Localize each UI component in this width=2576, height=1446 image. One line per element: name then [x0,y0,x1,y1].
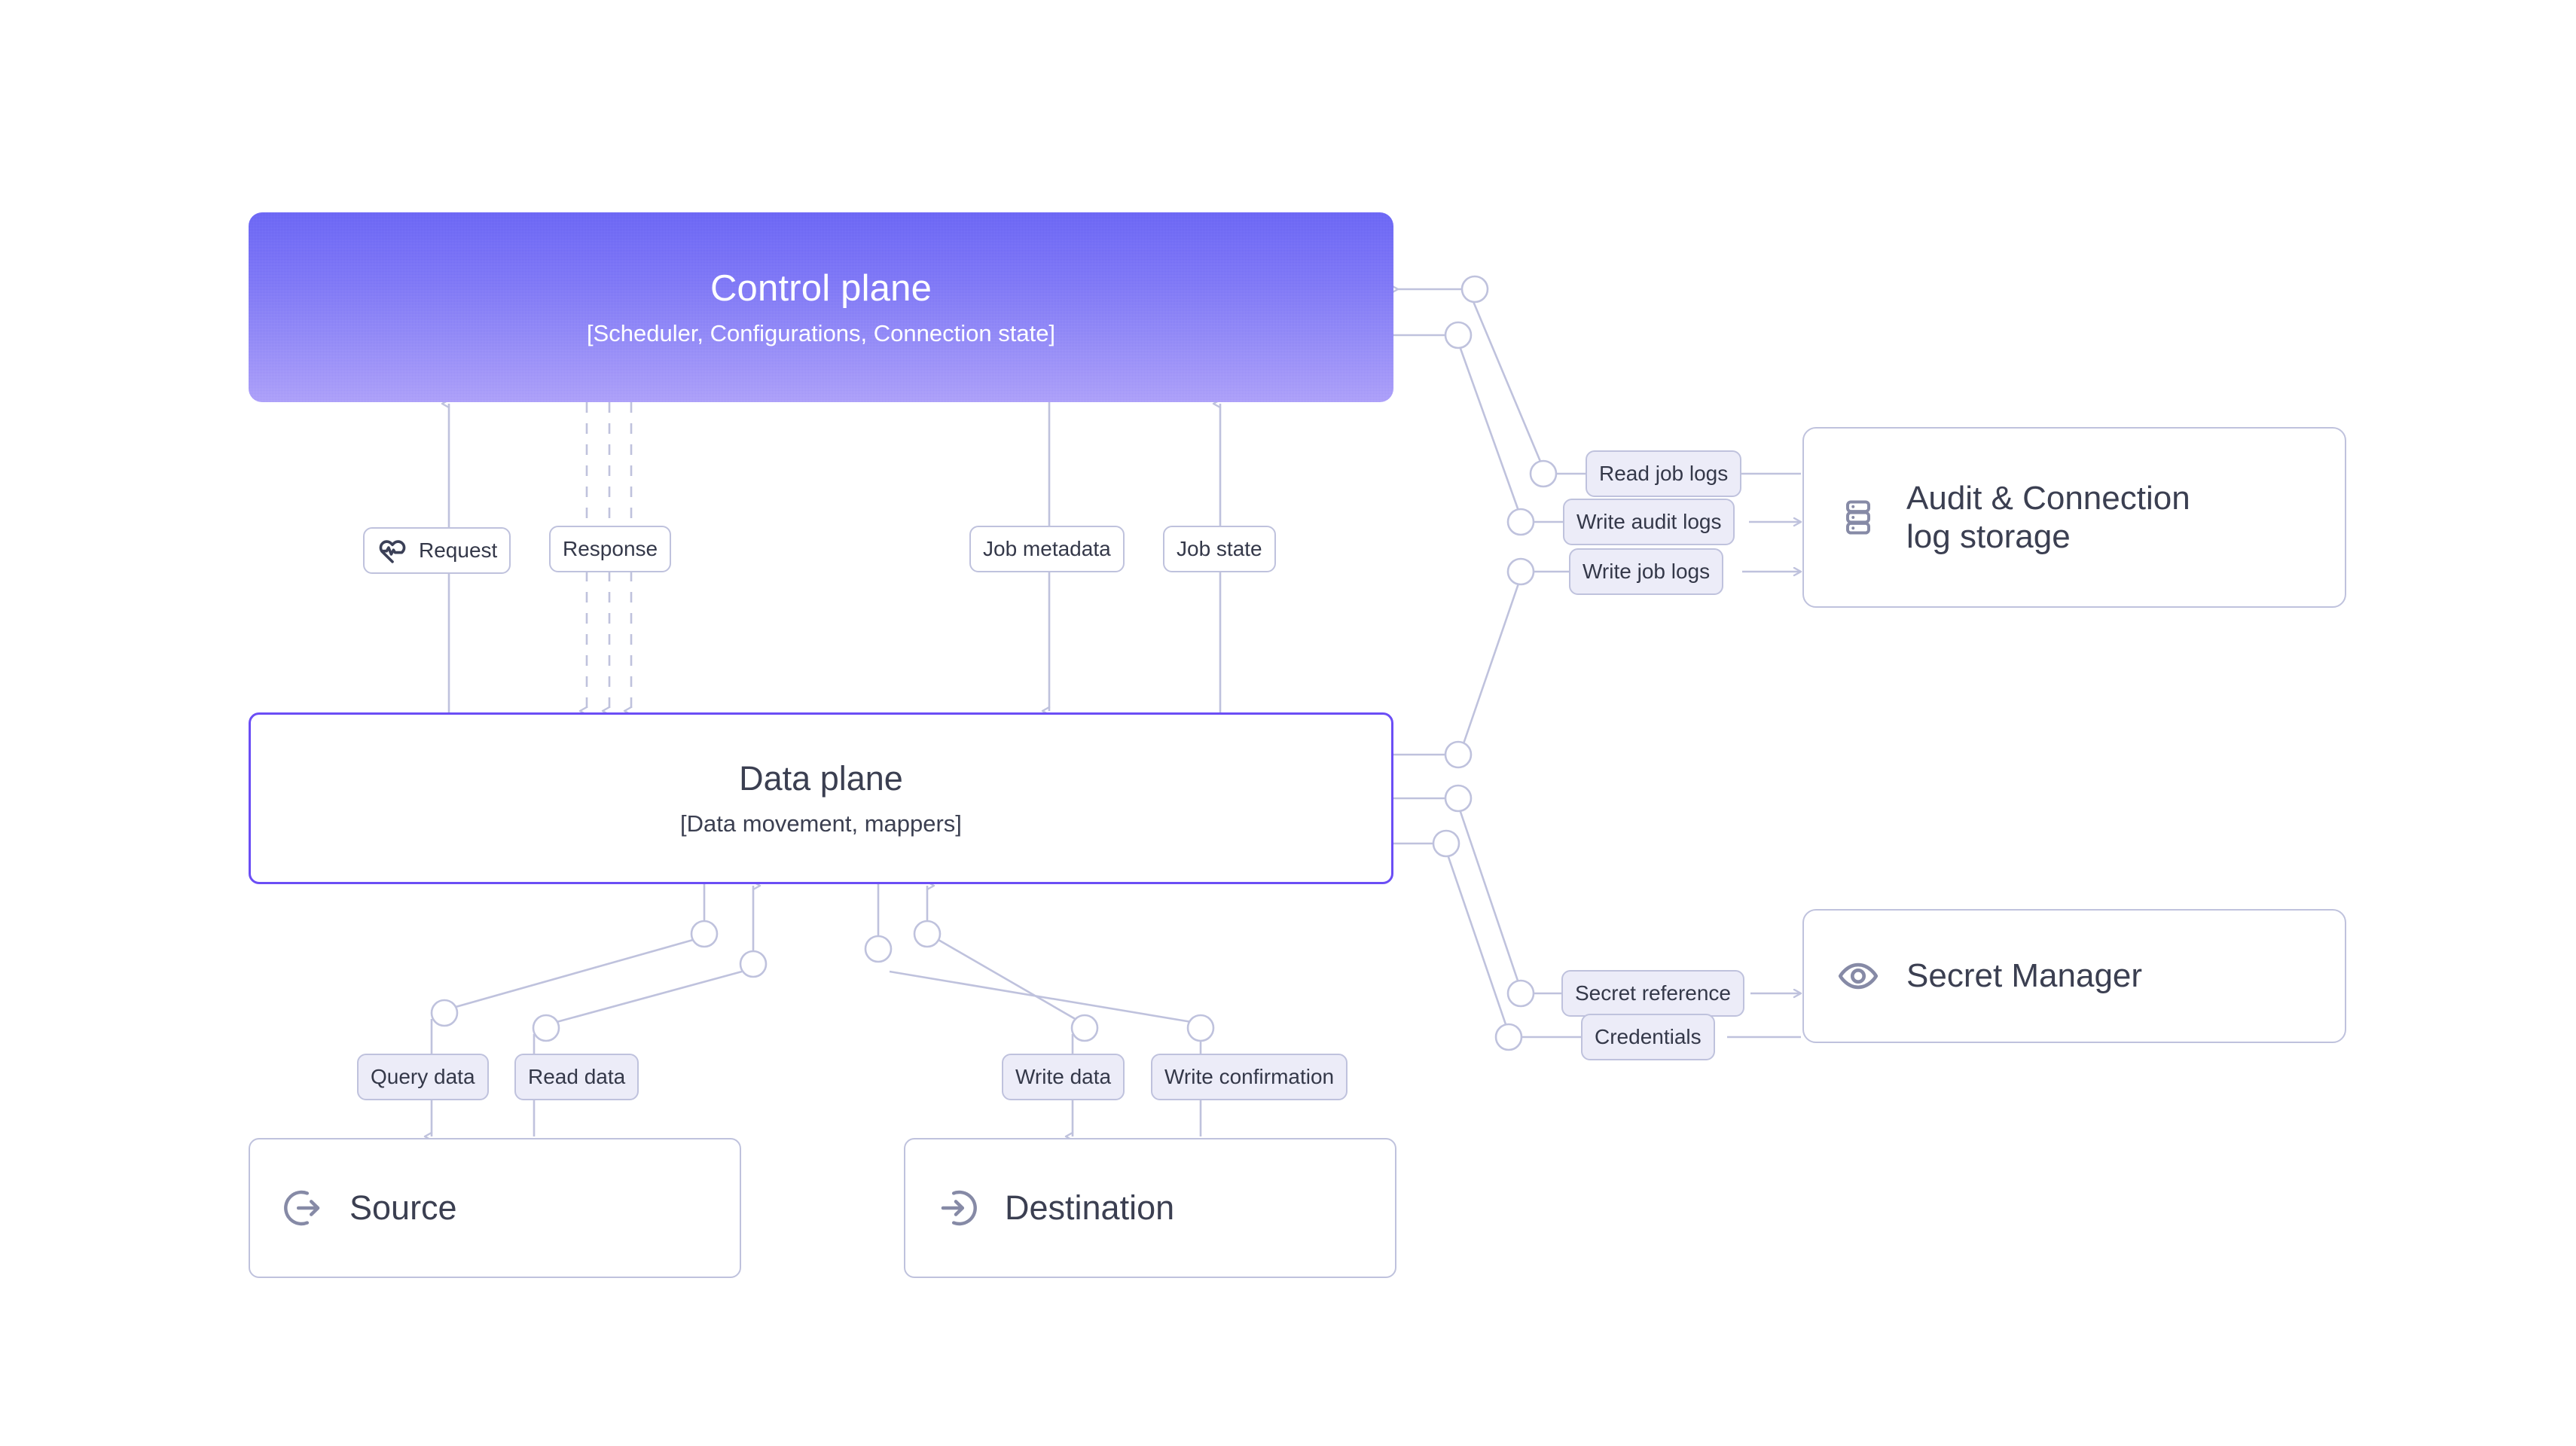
arrow-in-circle-icon [937,1187,979,1229]
connector-node [1070,1014,1099,1042]
label-request[interactable]: Request [363,527,511,574]
heart-pulse-icon [377,535,408,566]
connector-node [1506,508,1535,536]
audit-panel-title-line1: Audit & Connection [1906,479,2190,517]
audit-panel-title-line2: log storage [1906,518,2071,555]
edge-readjoblogs-diag [1471,299,1543,464]
label-query-data-text: Query data [371,1065,475,1088]
label-write-confirmation-text: Write confirmation [1164,1065,1335,1088]
secret-manager-panel[interactable]: Secret Manager [1802,909,2346,1043]
connector-node [1506,557,1535,586]
connector-node [430,999,459,1027]
label-secret-reference-text: Secret reference [1575,981,1731,1005]
label-query-data[interactable]: Query data [357,1054,489,1100]
edge-writeauditlogs-diag [1458,346,1520,511]
eye-icon [1837,955,1879,997]
label-credentials-text: Credentials [1595,1025,1702,1048]
label-write-confirmation[interactable]: Write confirmation [1151,1054,1348,1100]
edge-writeconf-diag [889,970,1192,1023]
label-job-state-text: Job state [1177,537,1262,560]
edge-readdata-diag [556,970,743,1023]
label-write-audit-logs[interactable]: Write audit logs [1563,499,1735,545]
label-read-job-logs[interactable]: Read job logs [1586,450,1742,497]
label-secret-reference[interactable]: Secret reference [1561,970,1744,1017]
connector-node [1444,740,1473,769]
label-response-text: Response [563,537,658,560]
connector-node [913,920,942,948]
connector-node [739,950,768,978]
label-request-text: Request [419,538,498,562]
label-write-audit-logs-text: Write audit logs [1576,510,1722,533]
connector-node [1506,979,1535,1008]
connector-node [1494,1023,1523,1051]
connector-node [1444,784,1473,813]
audit-log-storage-panel[interactable]: Audit & Connection log storage [1802,427,2346,608]
connector-node [690,920,719,948]
audit-panel-title: Audit & Connection log storage [1906,479,2190,557]
connector-node [1186,1014,1215,1042]
edge-writedata-diag [938,938,1079,1022]
label-read-job-logs-text: Read job logs [1599,462,1729,485]
edge-secretref-diag [1458,809,1520,984]
label-read-data-text: Read data [528,1065,626,1088]
data-plane-title: Data plane [739,759,903,798]
arrow-out-circle-icon [282,1187,324,1229]
edge-writejoblogs-diag [1458,583,1520,755]
label-job-metadata-text: Job metadata [983,537,1111,560]
destination-box[interactable]: Destination [904,1138,1396,1278]
secret-panel-title: Secret Manager [1906,957,2143,995]
label-credentials[interactable]: Credentials [1581,1014,1715,1060]
label-write-job-logs[interactable]: Write job logs [1569,548,1724,595]
source-label: Source [349,1188,457,1227]
edge-querydata-diag [455,938,694,1008]
label-write-data[interactable]: Write data [1002,1054,1125,1100]
connector-node [1432,829,1460,858]
connector-node [1460,275,1489,304]
database-icon [1837,496,1879,538]
label-job-state[interactable]: Job state [1163,526,1276,572]
edge-credentials-diag [1446,854,1508,1027]
connector-node [1529,459,1558,488]
label-response[interactable]: Response [549,526,672,572]
destination-label: Destination [1005,1188,1175,1227]
connector-node [864,935,893,963]
source-box[interactable]: Source [249,1138,741,1278]
control-plane-box[interactable]: Control plane [Scheduler, Configurations… [249,212,1393,402]
data-plane-subtitle: [Data movement, mappers] [680,810,962,837]
control-plane-title: Control plane [710,268,932,309]
connector-node [532,1014,560,1042]
label-job-metadata[interactable]: Job metadata [969,526,1125,572]
label-write-data-text: Write data [1015,1065,1112,1088]
data-plane-box[interactable]: Data plane [Data movement, mappers] [249,712,1393,884]
control-plane-subtitle: [Scheduler, Configurations, Connection s… [586,320,1056,346]
label-read-data[interactable]: Read data [514,1054,639,1100]
label-write-job-logs-text: Write job logs [1583,560,1711,583]
connector-node [1444,321,1473,349]
